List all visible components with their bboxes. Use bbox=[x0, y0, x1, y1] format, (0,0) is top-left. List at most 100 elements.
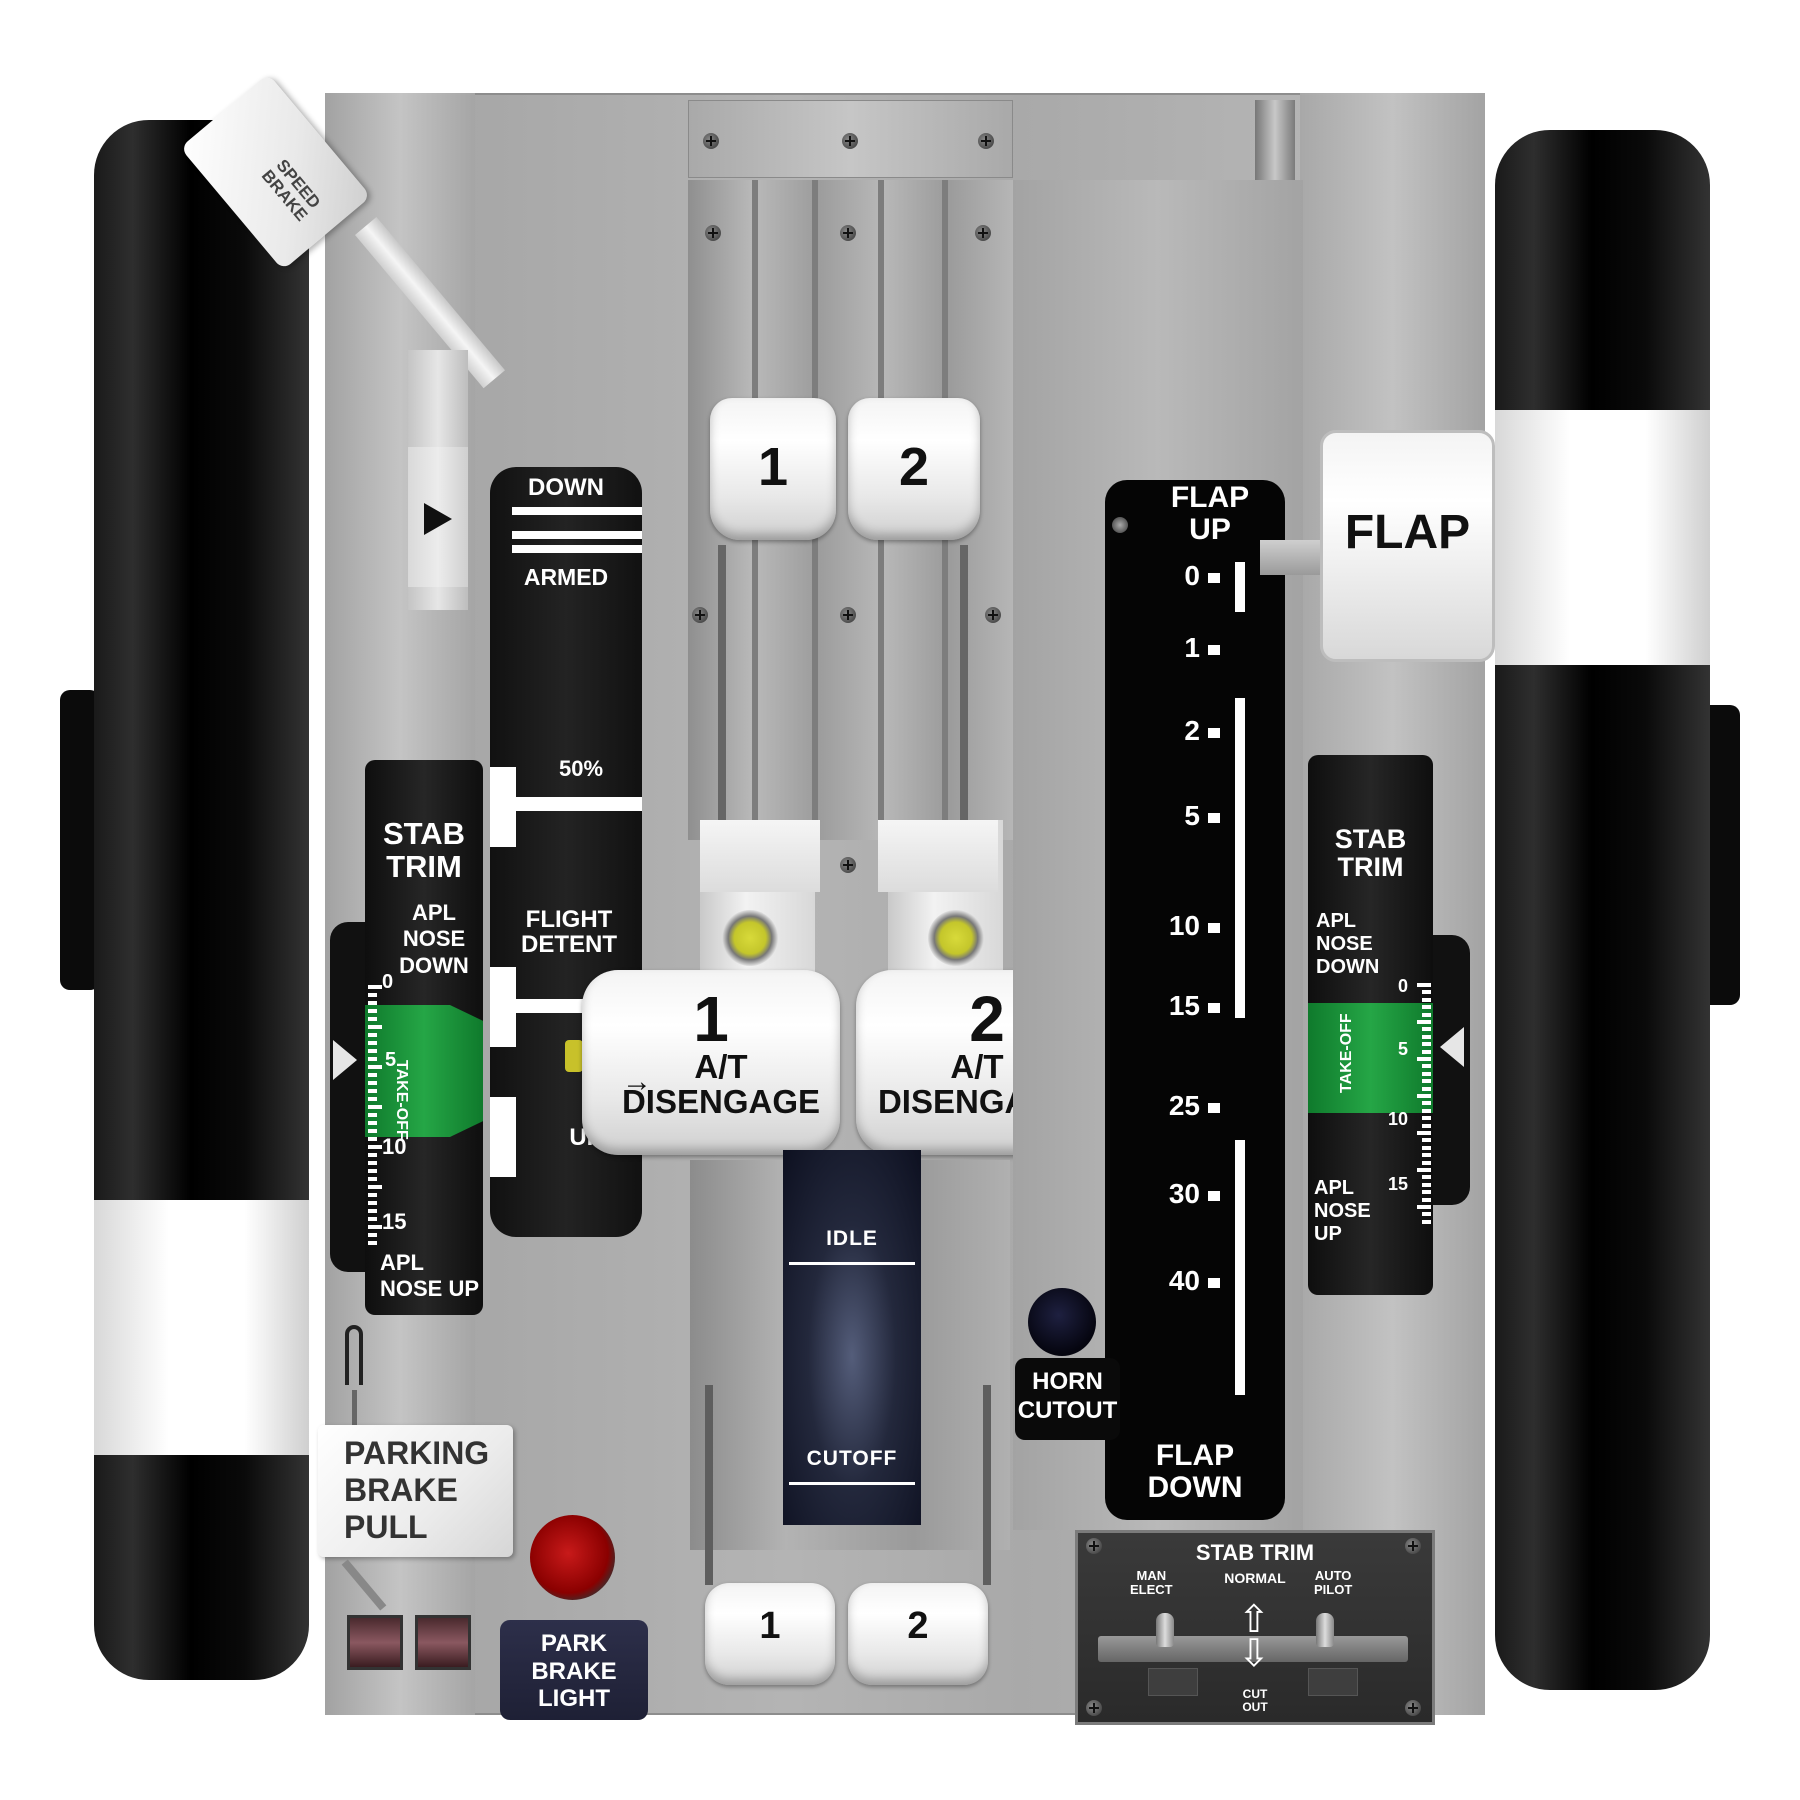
stab-trim-tick bbox=[1422, 1079, 1431, 1084]
stab-trim-tick bbox=[368, 1097, 377, 1101]
stab-trim-tick bbox=[368, 1017, 377, 1021]
stab-trim-tick bbox=[368, 1185, 382, 1189]
left-stab-tick-0: 0 bbox=[382, 971, 394, 993]
park-brake-light-plate: PARK BRAKE LIGHT bbox=[500, 1620, 648, 1720]
stab-trim-tick bbox=[1422, 1005, 1431, 1010]
stab-trim-tick bbox=[1422, 1197, 1431, 1202]
speed-brake-50-label: 50% bbox=[558, 756, 604, 781]
left-stab-tick-15: 15 bbox=[382, 1209, 407, 1234]
stab-trim-switches-title: STAB TRIM bbox=[1195, 1540, 1315, 1565]
stab-trim-tick bbox=[368, 1145, 382, 1149]
stab-trim-tick bbox=[368, 1169, 377, 1173]
auto-pilot-toggle[interactable] bbox=[1316, 1613, 1334, 1647]
reverse-thrust-lever-2[interactable]: 2 bbox=[848, 398, 980, 540]
flap-detent-tick bbox=[1208, 1191, 1220, 1201]
reverse-lever-rod-2 bbox=[960, 545, 968, 825]
left-trim-wheel-hub bbox=[60, 690, 100, 990]
stab-trim-tick bbox=[368, 1201, 377, 1205]
stab-trim-tick bbox=[1417, 1094, 1431, 1098]
stab-trim-tick bbox=[1422, 1049, 1431, 1054]
start-lever-1[interactable]: 1 bbox=[705, 1583, 835, 1685]
right-stab-trim-pointer bbox=[1440, 1027, 1464, 1067]
flap-lever-handle[interactable]: FLAP bbox=[1320, 430, 1495, 662]
horn-cutout-button[interactable] bbox=[1028, 1288, 1096, 1356]
thrust-lever-2-number: 2 bbox=[969, 983, 1005, 1055]
thrust-lever-1-knob[interactable]: 1 → A/T DISENGAGE bbox=[582, 970, 840, 1155]
screw bbox=[840, 607, 856, 623]
screw bbox=[975, 225, 991, 241]
normal-cutout-arrow-icon: ⇧⇩ bbox=[1238, 1599, 1270, 1676]
fuel-lever-2-rod bbox=[983, 1385, 991, 1585]
screw bbox=[985, 607, 1001, 623]
left-stab-tick-5: 5 bbox=[385, 1049, 397, 1071]
auto-pilot-label: AUTO PILOT bbox=[1314, 1568, 1353, 1597]
flap-position-5: 5 bbox=[1184, 800, 1200, 831]
flap-rail-25-40 bbox=[1235, 1140, 1245, 1395]
at-indicator-light-1 bbox=[722, 910, 778, 966]
right-stab-tick-0: 0 bbox=[1398, 976, 1409, 996]
right-takeoff-band-label: TAKE-OFF bbox=[1338, 1013, 1355, 1093]
right-stab-trim-title: STAB TRIM bbox=[1334, 824, 1407, 883]
reverse-lever-2-label: 2 bbox=[898, 437, 930, 497]
screw bbox=[1086, 1538, 1102, 1554]
flap-position-15: 15 bbox=[1168, 990, 1200, 1021]
stab-trim-tick bbox=[1422, 1160, 1431, 1165]
flap-position-40: 40 bbox=[1168, 1265, 1200, 1296]
left-stab-trim-nose-up: APL NOSE UP bbox=[380, 1250, 480, 1302]
fuel-cutoff-label: CUTOFF bbox=[806, 1447, 898, 1470]
start-lever-2-label: 2 bbox=[907, 1605, 929, 1647]
stab-trim-tick bbox=[1422, 997, 1431, 1002]
left-stab-trim-pointer bbox=[333, 1040, 357, 1080]
stab-trim-tick bbox=[368, 1089, 377, 1093]
stab-trim-tick bbox=[1422, 1138, 1431, 1143]
reverse-lever-1-label: 1 bbox=[757, 437, 789, 497]
stab-trim-tick bbox=[1422, 1034, 1431, 1039]
stab-trim-tick bbox=[1422, 1027, 1431, 1032]
speed-brake-down-label: DOWN bbox=[528, 474, 604, 501]
screw bbox=[1405, 1700, 1421, 1716]
stab-trim-tick bbox=[368, 1233, 377, 1237]
stab-trim-switch-panel: STAB TRIM MAN ELECT NORMAL AUTO PILOT ⇧⇩… bbox=[1075, 1530, 1435, 1725]
cutoff-line bbox=[789, 1482, 915, 1485]
idle-line bbox=[789, 1262, 915, 1265]
thrust-lever-cap-1 bbox=[700, 820, 820, 892]
flap-handle-label: FLAP bbox=[1344, 506, 1471, 559]
screw bbox=[840, 225, 856, 241]
stab-trim-tick bbox=[1422, 1219, 1431, 1224]
screw bbox=[1086, 1700, 1102, 1716]
stab-trim-tick bbox=[1422, 1071, 1431, 1076]
reverse-lever-rod-1 bbox=[718, 545, 726, 825]
stab-trim-tick bbox=[368, 1137, 377, 1141]
stab-trim-tick bbox=[1422, 1153, 1431, 1158]
stab-trim-tick bbox=[1422, 1123, 1431, 1128]
horn-cutout-plate: HORN CUTOUT bbox=[1015, 1358, 1120, 1440]
man-elect-toggle[interactable] bbox=[1156, 1613, 1174, 1647]
right-trim-wheel[interactable] bbox=[1495, 130, 1710, 1690]
left-trim-wheel-marker bbox=[94, 1200, 309, 1455]
stab-trim-tick bbox=[1422, 1182, 1431, 1187]
left-trim-wheel[interactable] bbox=[94, 120, 309, 1680]
flap-detent-tick bbox=[1208, 813, 1220, 823]
right-stab-trim-nose-down: APL NOSE DOWN bbox=[1316, 910, 1380, 978]
reverse-thrust-lever-1[interactable]: 1 bbox=[710, 398, 836, 540]
stab-trim-tick bbox=[1422, 1108, 1431, 1113]
stab-trim-tick bbox=[1417, 1168, 1431, 1172]
screw bbox=[703, 133, 719, 149]
up-stem bbox=[490, 1097, 516, 1177]
right-stab-tick-15: 15 bbox=[1388, 1174, 1409, 1194]
right-trim-wheel-marker bbox=[1495, 410, 1710, 665]
park-brake-light-label: PARK BRAKE LIGHT bbox=[531, 1630, 617, 1713]
stab-trim-tick bbox=[1422, 1042, 1431, 1047]
stab-trim-tick bbox=[368, 1177, 377, 1181]
flap-position-0: 0 bbox=[1184, 560, 1200, 591]
fuel-idle-label: IDLE bbox=[826, 1227, 878, 1250]
park-brake-light bbox=[530, 1515, 615, 1600]
right-stab-trim-nose-up: APL NOSE UP bbox=[1314, 1177, 1371, 1245]
flap-position-30: 30 bbox=[1168, 1178, 1200, 1209]
screw bbox=[840, 857, 856, 873]
stab-trim-tick bbox=[368, 1049, 377, 1053]
start-lever-2[interactable]: 2 bbox=[848, 1583, 988, 1685]
right-stab-tick-10: 10 bbox=[1388, 1109, 1409, 1129]
parking-brake-handle[interactable]: PARKING BRAKE PULL bbox=[318, 1425, 513, 1557]
thrust-lever-cap-2 bbox=[878, 820, 998, 892]
